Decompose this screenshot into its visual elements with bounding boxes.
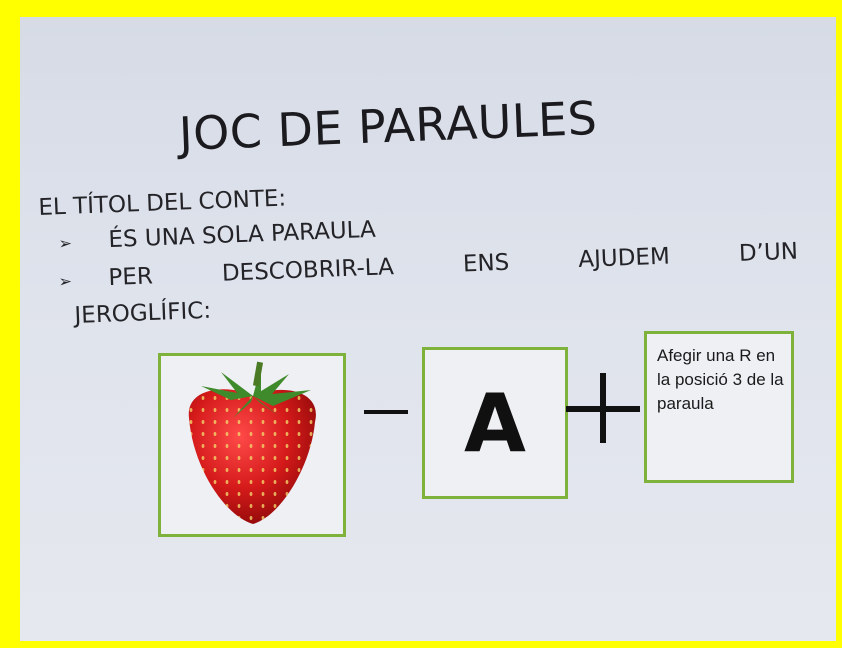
minus-sign [364, 410, 408, 414]
bullet-2-word: PER [107, 263, 154, 292]
bullet-2-continuation: JEROGLÍFIC: [74, 297, 212, 329]
plus-sign-vertical [600, 373, 606, 443]
slide-heading: EL TÍTOL DEL CONTE: [38, 185, 287, 221]
clue-box: Afegir una R en la posició 3 de la parau… [644, 331, 794, 483]
bullet-arrow-icon: ➢ [58, 233, 73, 253]
letter-box: A [422, 347, 568, 499]
slide: JOC DE PARAULES EL TÍTOL DEL CONTE: ➢ ÉS … [20, 17, 836, 641]
letter-a: A [464, 376, 526, 470]
bullet-1-text: ÉS UNA SOLA PARAULA [107, 216, 377, 254]
bullet-2-word: ENS [462, 249, 510, 278]
slide-title: JOC DE PARAULES [178, 90, 599, 161]
strawberry-box [158, 353, 346, 537]
strawberry-icon [188, 361, 316, 524]
bullet-1: ➢ ÉS UNA SOLA PARAULA [58, 217, 376, 255]
bullet-2-word: DESCOBRIR-LA [221, 254, 395, 287]
bullet-2-word: AJUDEM [577, 243, 671, 274]
clue-text: Afegir una R en la posició 3 de la parau… [657, 346, 784, 413]
bullet-2-word: D’UN [738, 238, 799, 267]
bullet-arrow-icon: ➢ [58, 271, 73, 291]
